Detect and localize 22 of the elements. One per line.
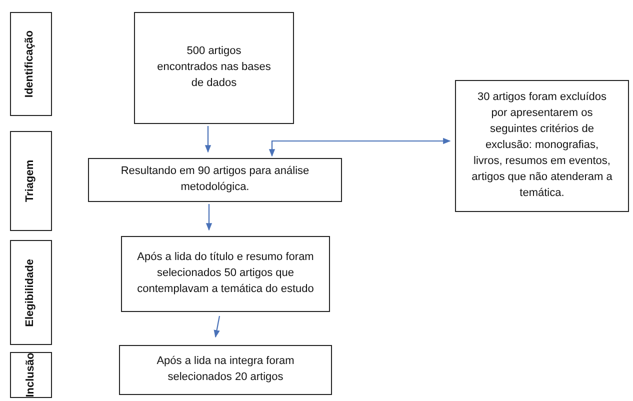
process-box [134, 12, 294, 124]
process-box [119, 345, 332, 395]
box-text: Após a lida do título e resumo foram selecionados 50 artigos que contemplavam a temática do estudo [136, 250, 315, 297]
arrow [214, 316, 220, 338]
box-text: Resultando em 90 artigos para análise metodológica. [120, 164, 310, 195]
stage-label-box [10, 240, 52, 345]
box-text: 30 artigos foram excluídos por apresentarem os seguintes critérios de exclusão: monografias, livros, resumos em eventos, artigos que não atenderam a temática. [470, 90, 614, 201]
process-box [88, 158, 342, 202]
stage-label: Elegibilidade [23, 258, 38, 326]
process-box [455, 80, 629, 212]
arrow [206, 204, 212, 231]
stage-label-box [10, 131, 52, 231]
stage-label: Identificação [23, 30, 38, 98]
box-text: 500 artigos encontrados nas bases de dados [157, 44, 271, 91]
stage-label: Inclusão [23, 352, 38, 398]
stage-label-box [10, 12, 52, 116]
stage-label-box [10, 352, 52, 398]
arrow [268, 138, 451, 157]
arrow [204, 126, 212, 153]
stage-label: Triagem [23, 160, 38, 202]
box-text: Após a lida na integra foram selecionados 20 artigos [156, 354, 296, 385]
process-box [121, 236, 330, 312]
